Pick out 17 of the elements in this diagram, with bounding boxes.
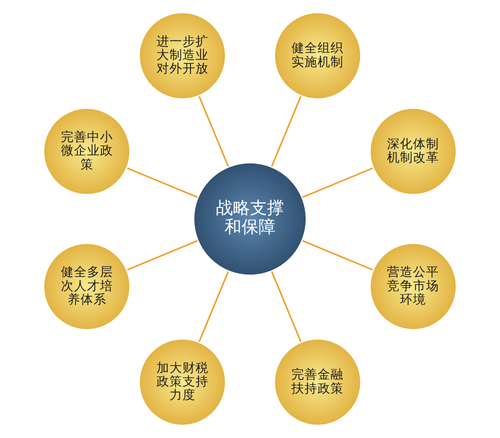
connector: [127, 240, 198, 271]
connector: [271, 96, 302, 167]
node-circle: 健全多层次人才培养体系: [42, 242, 132, 332]
node-circle: 进一步扩大制造业对外开放: [138, 11, 228, 100]
node-circle: 健全组织实施机制: [272, 11, 362, 100]
connector: [302, 240, 373, 271]
node-circle: 完善金融扶持政策: [272, 338, 362, 427]
connector: [198, 96, 229, 167]
connector: [302, 167, 373, 198]
node-circle: 战略支撑和保障: [192, 161, 308, 277]
connector: [271, 271, 302, 342]
node-circle: 加大财税政策支持力度: [138, 338, 228, 427]
connector: [198, 271, 229, 342]
connector: [127, 167, 198, 198]
node-circle: 完善中小微企业政策: [42, 106, 132, 196]
node-circle: 营造公平竞争市场环境: [368, 242, 458, 332]
node-circle: 深化体制机制改革: [368, 106, 458, 196]
